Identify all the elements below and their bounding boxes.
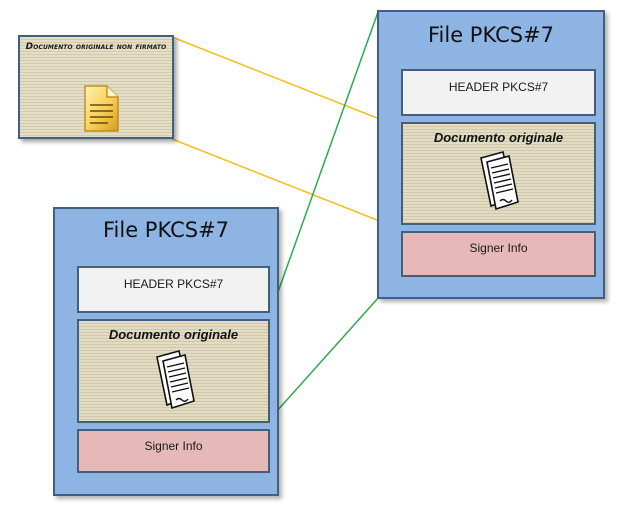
original-unsigned-document: Documento originale non firmato xyxy=(18,35,174,139)
pkcs7-header-box: HEADER PKCS#7 xyxy=(77,266,270,313)
signer-info-box: Signer Info xyxy=(401,231,596,277)
connector-green-top xyxy=(267,11,379,321)
connector-green-bottom xyxy=(267,296,380,422)
original-document-box: Documento originale xyxy=(77,319,270,423)
pkcs7-title: File PKCS#7 xyxy=(102,218,230,242)
original-document-title: Documento originale non firmato xyxy=(25,42,167,52)
signer-info-box: Signer Info xyxy=(77,429,270,473)
pkcs7-file-right: File PKCS#7 HEADER PKCS#7 Documento orig… xyxy=(377,10,605,299)
original-document-box: Documento originale xyxy=(401,122,596,225)
scroll-document-icon xyxy=(156,350,195,410)
document-file-icon xyxy=(84,85,119,132)
pkcs7-header-box: HEADER PKCS#7 xyxy=(401,69,596,116)
scroll-document-icon xyxy=(480,151,519,211)
original-document-label: Documento originale xyxy=(108,327,239,342)
original-document-label: Documento originale xyxy=(433,130,564,145)
connector-yellow-top xyxy=(171,36,378,119)
pkcs7-title: File PKCS#7 xyxy=(427,23,555,47)
pkcs7-file-left: File PKCS#7 HEADER PKCS#7 Documento orig… xyxy=(53,207,279,496)
